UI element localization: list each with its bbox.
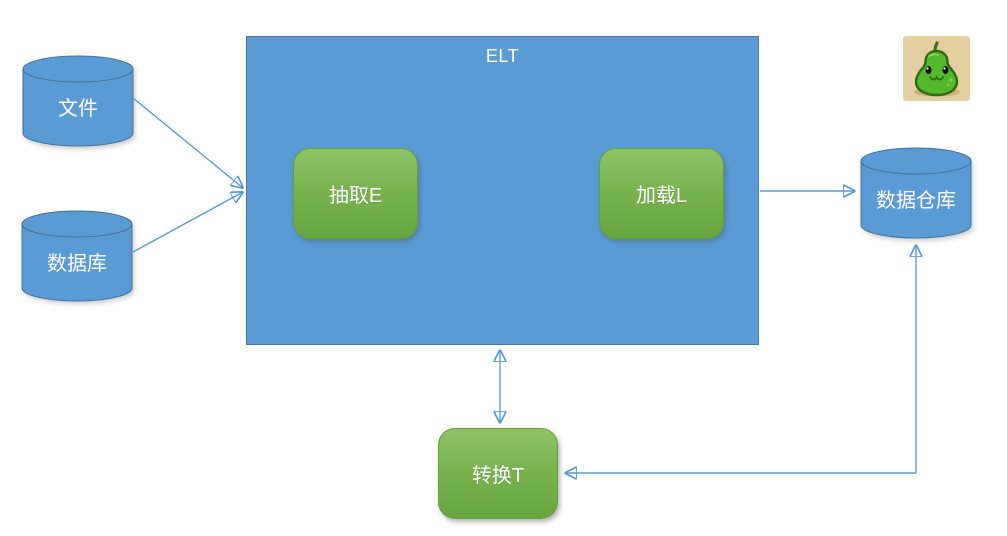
pear-mascot-icon xyxy=(903,36,970,101)
node-file-label: 文件 xyxy=(58,98,98,120)
cylinder-shape xyxy=(22,55,134,147)
node-extract-label: 抽取E xyxy=(328,185,383,207)
node-elt-container: ELT 抽取E 加载L xyxy=(246,36,759,345)
elt-container-title: ELT xyxy=(485,46,520,66)
node-transform-label: 转换T xyxy=(471,465,525,487)
node-database-label: 数据库 xyxy=(47,253,107,275)
node-database: 数据库 xyxy=(21,210,133,302)
node-extract: 抽取E xyxy=(293,148,418,239)
node-warehouse: 数据仓库 xyxy=(860,147,972,239)
node-load-label: 加载L xyxy=(635,185,688,207)
cylinder-shape xyxy=(860,147,972,239)
edge-database-to-elt xyxy=(132,192,243,253)
cylinder-shape xyxy=(21,210,133,302)
edge-file-to-elt xyxy=(132,97,243,188)
node-file: 文件 xyxy=(22,55,134,147)
node-load: 加载L xyxy=(599,148,724,239)
node-warehouse-label: 数据仓库 xyxy=(876,190,956,212)
node-transform: 转换T xyxy=(438,428,558,519)
